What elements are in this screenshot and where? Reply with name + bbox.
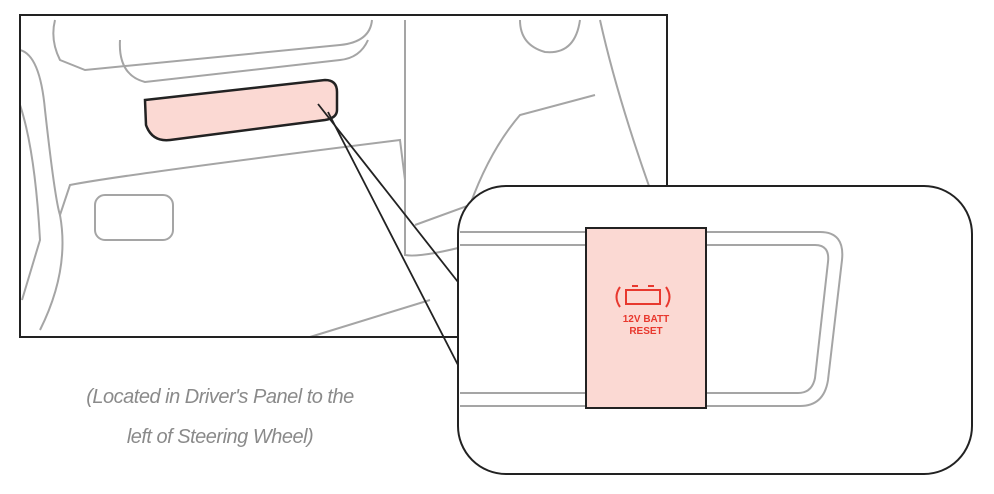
dashboard-illustration <box>19 19 666 338</box>
callout-pointer <box>317 103 459 366</box>
location-caption-line1: (Located in Driver's Panel to the <box>86 386 354 408</box>
switch-label-line1: 12V BATT <box>623 314 670 325</box>
main-view-frame <box>19 14 668 338</box>
location-caption-line2: left of Steering Wheel) <box>126 426 314 448</box>
switch-rails <box>460 231 844 407</box>
battery-reset-switch <box>585 227 707 409</box>
callout-zoom-frame <box>457 185 973 475</box>
battery-reset-panel-highlight <box>143 78 339 142</box>
switch-label-line2: RESET <box>629 326 662 337</box>
battery-icon <box>615 285 671 308</box>
